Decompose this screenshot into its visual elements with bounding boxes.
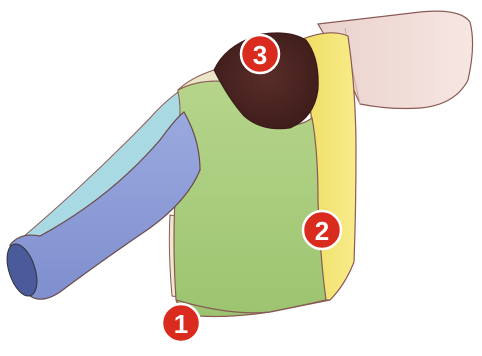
marker-3-label: 3 [253, 40, 267, 70]
marker-1: 1 [162, 304, 200, 342]
marker-3: 3 [241, 35, 279, 73]
marker-2-label: 2 [315, 216, 329, 246]
marker-1-label: 1 [174, 309, 188, 339]
marker-2: 2 [303, 211, 341, 249]
